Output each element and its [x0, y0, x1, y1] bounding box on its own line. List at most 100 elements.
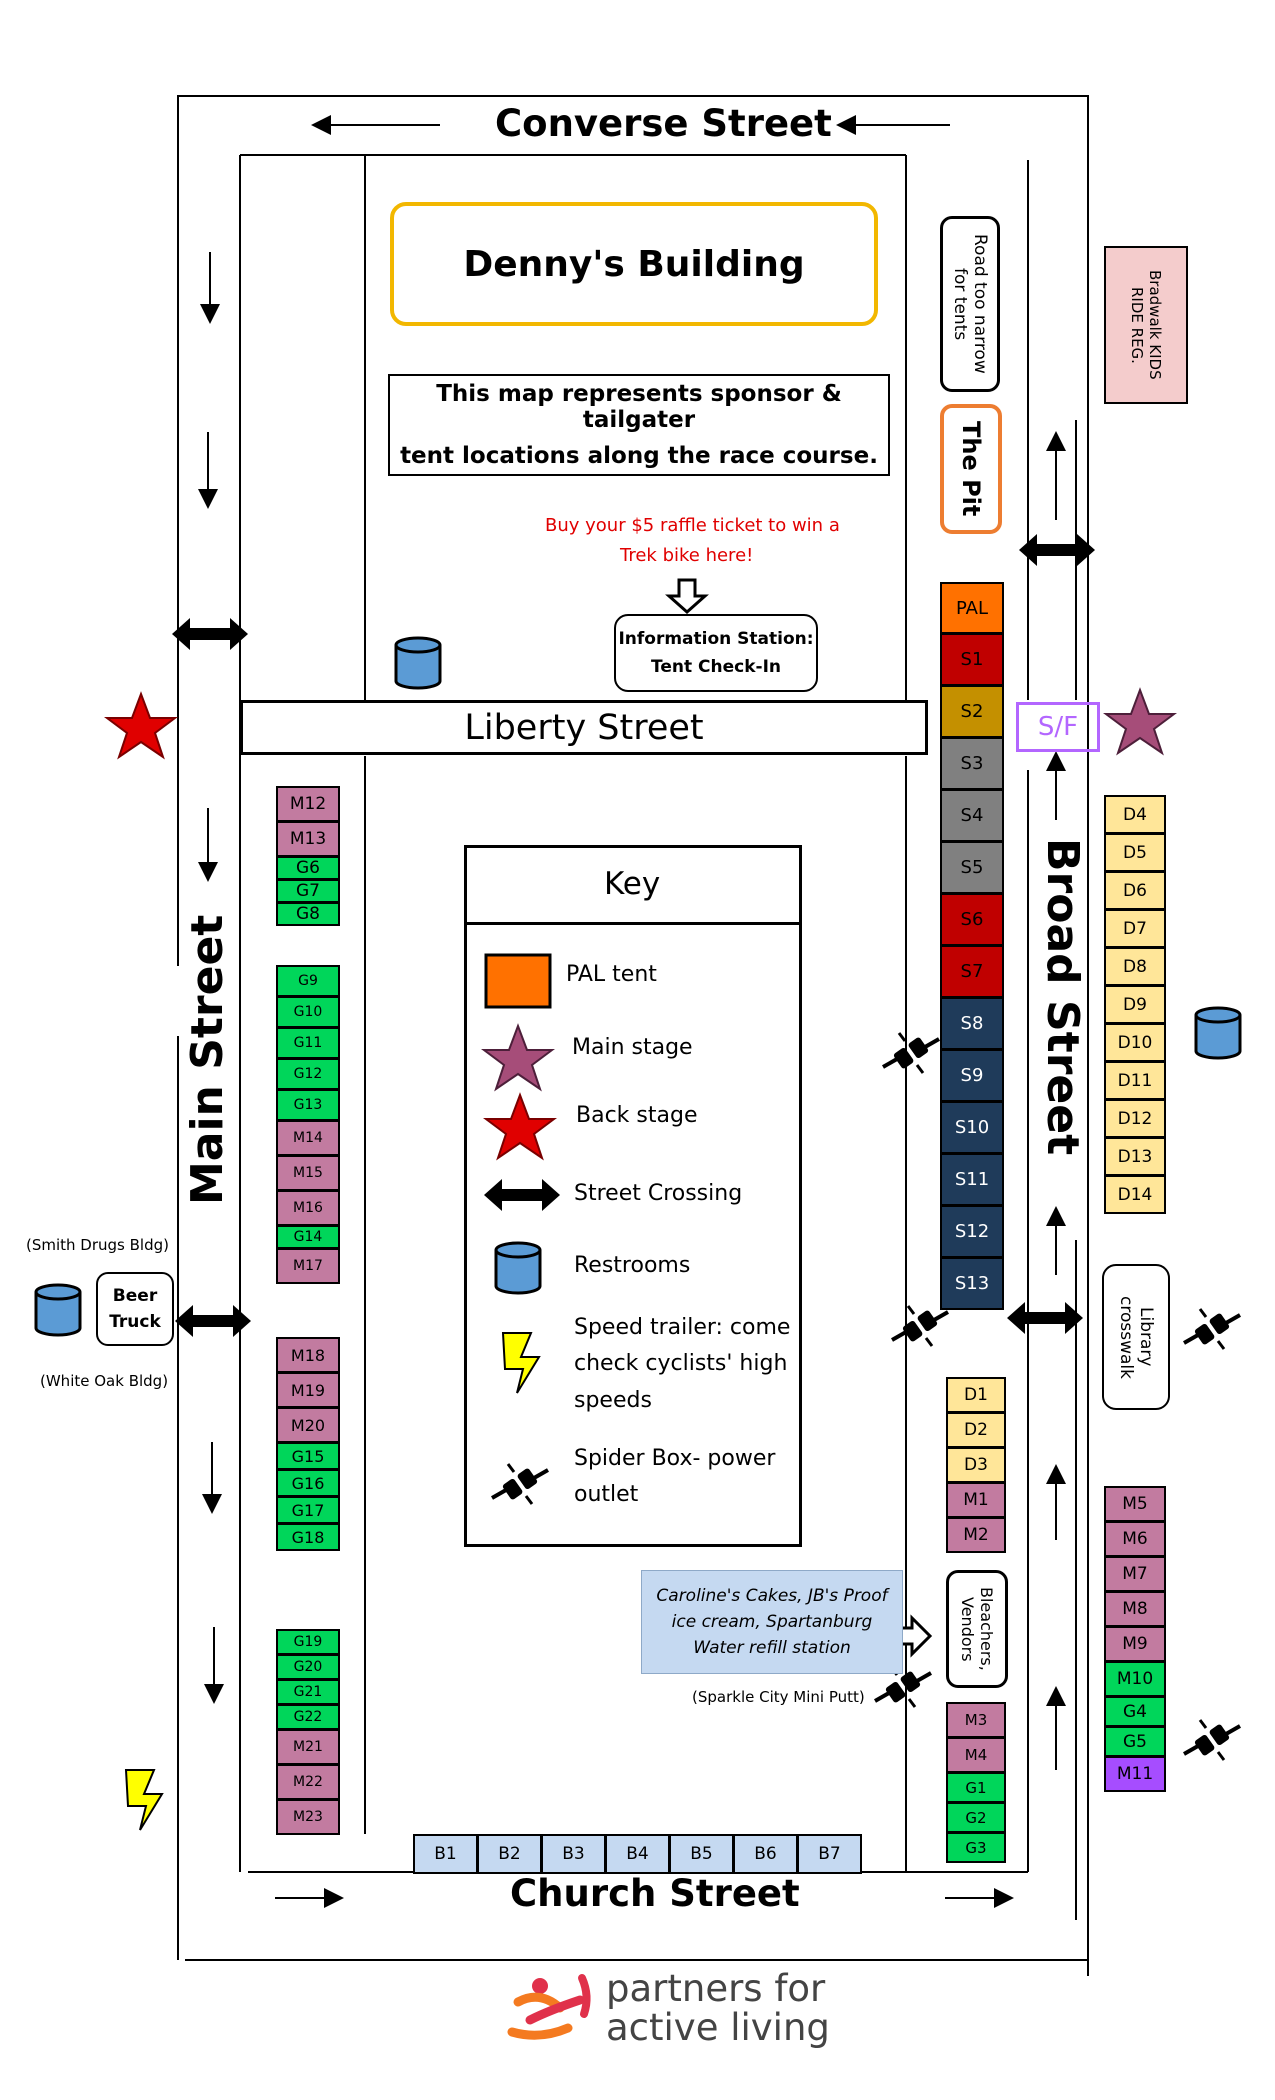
key-speed-line1: Speed trailer: come — [574, 1315, 791, 1340]
logo-line2: active living — [606, 2006, 830, 2049]
key-main-stage-label: Main stage — [572, 1035, 693, 1060]
tent-s1: S1 — [940, 633, 1004, 686]
tent-g13: G13 — [276, 1089, 340, 1121]
tent-m19: M19 — [276, 1372, 340, 1408]
spider-box-icon — [881, 1031, 941, 1075]
tent-g4: G4 — [1104, 1696, 1166, 1727]
tent-d10: D10 — [1104, 1023, 1166, 1062]
the-pit: The Pit — [940, 404, 1002, 534]
vendor-line1: Caroline's Cakes, JB's Proof — [656, 1586, 888, 1606]
map-note-line1: This map represents sponsor & tailgater — [436, 381, 842, 433]
dennys-building: Denny's Building — [390, 202, 878, 326]
tent-g5: G5 — [1104, 1726, 1166, 1757]
restroom-icon — [394, 636, 442, 690]
start-finish-box: S/F — [1016, 702, 1100, 752]
road-too-narrow: Road too narrow for tents — [940, 216, 1000, 392]
tent-m5: M5 — [1104, 1486, 1166, 1522]
logo-line1: partners for — [606, 1967, 826, 2010]
key-restrooms-label: Restrooms — [574, 1253, 691, 1278]
sparkle-city-label: (Sparkle City Mini Putt) — [692, 1688, 865, 1706]
tent-s12: S12 — [940, 1205, 1004, 1258]
tent-s7: S7 — [940, 945, 1004, 998]
bleachers-vendors: Bleachers, Vendors — [946, 1570, 1008, 1688]
info-line2: Tent Check-In — [651, 657, 781, 677]
tent-b5: B5 — [669, 1834, 734, 1874]
tent-g11: G11 — [276, 1027, 340, 1059]
church-street-label: Church Street — [510, 1872, 800, 1915]
tent-d4: D4 — [1104, 795, 1166, 834]
tent-s13: S13 — [940, 1257, 1004, 1310]
road-too-narrow-label: Road too narrow for tents — [950, 234, 990, 374]
street-crossing-icon — [1007, 1302, 1083, 1334]
tent-g3: G3 — [946, 1832, 1006, 1863]
tent-m6: M6 — [1104, 1521, 1166, 1557]
street-crossing-icon — [172, 618, 248, 650]
liberty-street: Liberty Street — [240, 700, 928, 755]
white-oak-label: (White Oak Bldg) — [40, 1372, 169, 1390]
tent-m11: M11 — [1104, 1756, 1166, 1792]
tent-b7: B7 — [797, 1834, 862, 1874]
beer-truck-line2: Truck — [109, 1312, 161, 1332]
tent-m13: M13 — [276, 821, 340, 857]
tent-g10: G10 — [276, 996, 340, 1028]
tent-m12: M12 — [276, 786, 340, 822]
tent-d13: D13 — [1104, 1137, 1166, 1176]
key-pal-label: PAL tent — [566, 962, 657, 987]
tent-s11: S11 — [940, 1153, 1004, 1206]
tent-pal: PAL — [940, 582, 1004, 634]
tent-d8: D8 — [1104, 947, 1166, 986]
tent-m15: M15 — [276, 1155, 340, 1191]
key-spider-line1: Spider Box- power — [574, 1446, 776, 1471]
information-station: Information Station: Tent Check-In — [614, 614, 818, 692]
map-key — [464, 845, 802, 1547]
tent-d11: D11 — [1104, 1061, 1166, 1100]
tent-m23: M23 — [276, 1799, 340, 1835]
tent-s4: S4 — [940, 789, 1004, 842]
vendor-line2: ice cream, Spartanburg — [671, 1612, 873, 1632]
tent-m3: M3 — [946, 1702, 1006, 1738]
tent-m20: M20 — [276, 1407, 340, 1443]
vendor-line3: Water refill station — [693, 1638, 851, 1658]
tent-d9: D9 — [1104, 985, 1166, 1024]
key-title: Key — [604, 866, 661, 902]
tent-s3: S3 — [940, 737, 1004, 790]
tent-g18: G18 — [276, 1523, 340, 1551]
tent-g16: G16 — [276, 1469, 340, 1497]
raffle-line2: Trek bike here! — [620, 545, 754, 566]
tent-g19: G19 — [276, 1629, 340, 1655]
tent-s5: S5 — [940, 841, 1004, 894]
tent-b2: B2 — [477, 1834, 542, 1874]
back-stage-star-icon — [104, 691, 178, 760]
tent-d1: D1 — [946, 1377, 1006, 1413]
tent-m4: M4 — [946, 1737, 1006, 1773]
key-back-stage-label: Back stage — [576, 1103, 698, 1128]
tent-m8: M8 — [1104, 1591, 1166, 1627]
key-title-divider — [464, 922, 802, 925]
tent-m22: M22 — [276, 1764, 340, 1800]
tent-g1: G1 — [946, 1772, 1006, 1803]
info-line1: Information Station: — [618, 629, 814, 649]
tent-g21: G21 — [276, 1679, 340, 1705]
map-note: This map represents sponsor & tailgater … — [388, 374, 890, 476]
broad-street-label: Broad Street — [1037, 838, 1088, 1156]
key-back-stage-star-icon — [483, 1092, 557, 1161]
tent-m16: M16 — [276, 1190, 340, 1226]
tent-g2: G2 — [946, 1802, 1006, 1833]
start-finish-label: S/F — [1037, 712, 1079, 742]
street-crossing-icon — [1019, 534, 1095, 566]
tent-d3: D3 — [946, 1447, 1006, 1483]
map-note-line2: tent locations along the race course. — [400, 443, 878, 469]
tent-b1: B1 — [413, 1834, 478, 1874]
down-arrow-icon — [665, 578, 709, 615]
library-crosswalk-label: Library crosswalk — [1116, 1295, 1156, 1379]
restroom-icon — [34, 1283, 82, 1337]
tent-m17: M17 — [276, 1248, 340, 1284]
tent-s6: S6 — [940, 893, 1004, 946]
tent-d7: D7 — [1104, 909, 1166, 948]
tent-g20: G20 — [276, 1654, 340, 1680]
tent-d12: D12 — [1104, 1099, 1166, 1138]
tent-d2: D2 — [946, 1412, 1006, 1448]
raffle-line1: Buy your $5 raffle ticket to win a — [545, 515, 840, 536]
tent-d6: D6 — [1104, 871, 1166, 910]
